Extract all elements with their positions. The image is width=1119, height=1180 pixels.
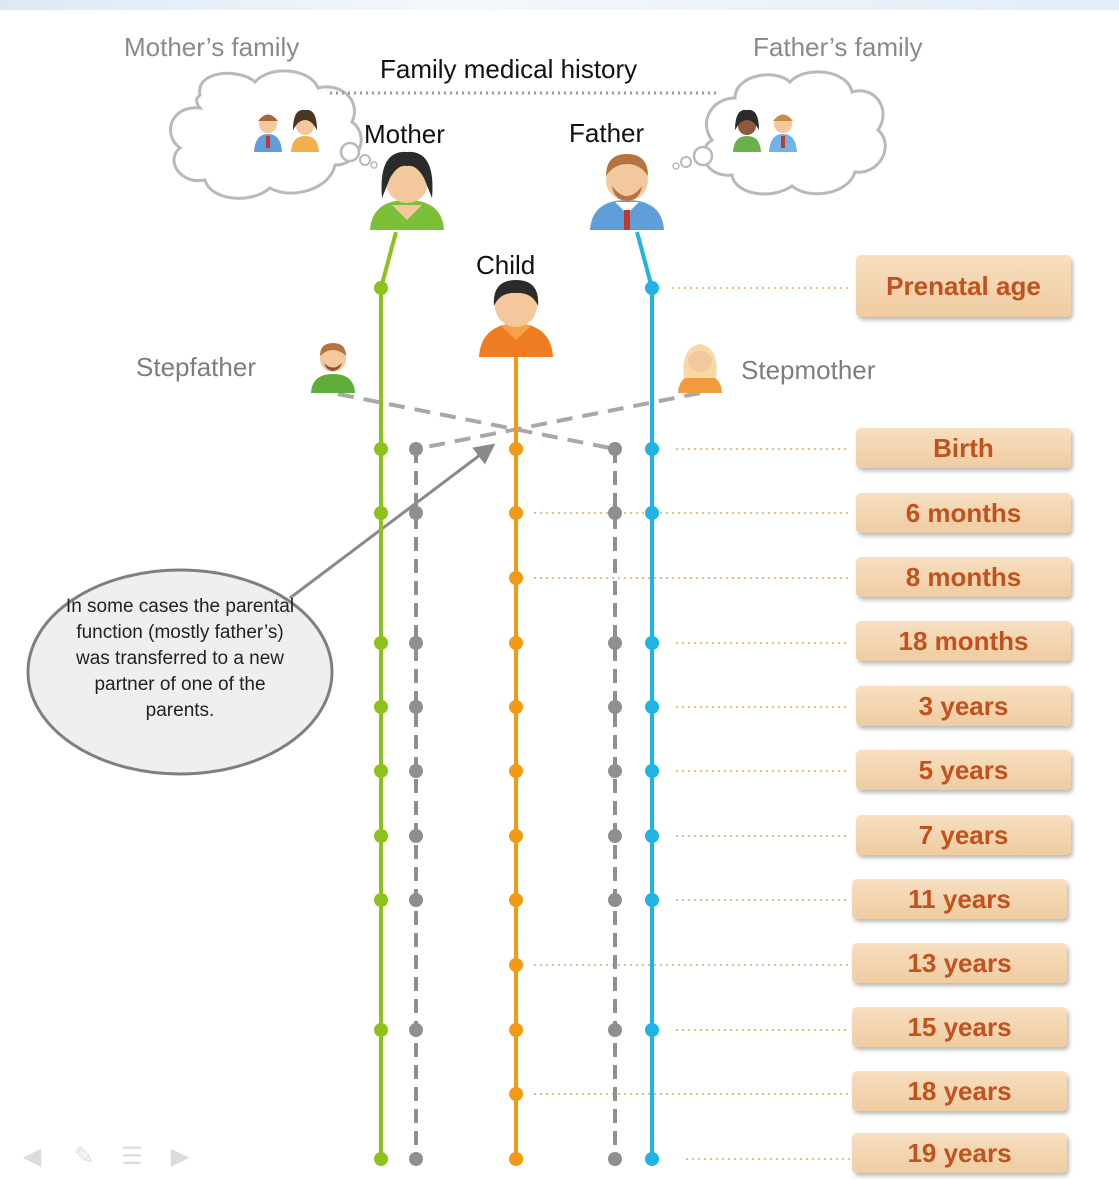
stepmother-stage-dot	[608, 764, 622, 778]
stepfather-link-line	[337, 392, 616, 451]
callout-bubble	[26, 568, 334, 776]
menu-icon[interactable]: ☰	[121, 1143, 143, 1170]
mother-stage-dot	[374, 700, 388, 714]
stepmother-stage-dot	[608, 1152, 622, 1166]
stepmother-stage-dot	[608, 700, 622, 714]
stepfather-stage-dot	[409, 1152, 423, 1166]
stage-tag-birth: Birth	[856, 428, 1071, 468]
callout-text: In some cases the parental function (mos…	[65, 596, 295, 721]
child-stage-dot	[509, 829, 523, 843]
father-family-cloud	[672, 70, 887, 196]
pencil-icon[interactable]: ✎	[73, 1143, 95, 1170]
child-avatar	[479, 280, 553, 357]
mother-stage-dot	[374, 893, 388, 907]
mother-stage-dot	[374, 1152, 388, 1166]
mother-avatar	[370, 151, 444, 230]
father-stage-dot	[645, 636, 659, 650]
stepmother-stage-dot	[608, 1023, 622, 1037]
mother-stage-dot	[374, 281, 388, 295]
father-stage-dot	[645, 829, 659, 843]
stage-tag-7-years: 7 years	[856, 815, 1071, 855]
father-family-people-icon	[733, 109, 797, 152]
stepfather-stage-dot	[409, 700, 423, 714]
stage-tag-prenatal: Prenatal age	[856, 255, 1071, 317]
stepfather-label: Stepfather	[136, 352, 256, 382]
father-stem	[635, 231, 654, 289]
child-stage-dot	[509, 506, 523, 520]
father-avatar	[590, 154, 664, 230]
child-stage-dot	[509, 571, 523, 585]
child-stage-dot	[509, 893, 523, 907]
father-stage-dot	[645, 442, 659, 456]
stepfather-stage-dot	[409, 442, 423, 456]
stage-tag-8-months: 8 months	[856, 557, 1071, 597]
child-stage-dot	[509, 1087, 523, 1101]
father-family-label: Father’s family	[753, 32, 923, 62]
stepmother-stage-dot	[608, 893, 622, 907]
mother-stem	[379, 231, 398, 289]
child-label: Child	[476, 250, 536, 280]
mother-stage-dot	[374, 636, 388, 650]
stepfather-stage-dot	[409, 506, 423, 520]
mother-stage-dot	[374, 764, 388, 778]
stage-tag-5-years: 5 years	[856, 750, 1071, 790]
child-stage-dot	[509, 636, 523, 650]
stage-tag-11-years: 11 years	[852, 879, 1067, 919]
child-stage-dot	[509, 1152, 523, 1166]
stage-tag-15-years: 15 years	[852, 1007, 1067, 1047]
stage-tag-13-years: 13 years	[852, 943, 1067, 983]
stepfather-stage-dot	[409, 893, 423, 907]
stepmother-stage-dot	[608, 636, 622, 650]
diagram-title: Family medical history	[380, 54, 638, 84]
stage-tag-3-years: 3 years	[856, 686, 1071, 726]
stage-tag-6-months: 6 months	[856, 493, 1071, 533]
arrow-left-icon[interactable]: ◀	[22, 1143, 42, 1170]
stepmother-stage-dot	[608, 442, 622, 456]
stepmother-label: Stepmother	[741, 355, 876, 385]
stepmother-stage-dot	[608, 506, 622, 520]
mother-label: Mother	[364, 119, 445, 149]
stepfather-avatar	[311, 343, 355, 393]
father-stage-dot	[645, 764, 659, 778]
child-stage-dot	[509, 442, 523, 456]
father-stage-dot	[645, 1023, 659, 1037]
child-stage-dot	[509, 764, 523, 778]
father-stage-dot	[645, 281, 659, 295]
stage-tag-18-months: 18 months	[856, 621, 1071, 661]
child-stage-dot	[509, 958, 523, 972]
arrow-right-icon[interactable]: ▶	[170, 1143, 190, 1170]
mother-family-cloud	[169, 69, 378, 200]
stepfather-stage-dot	[409, 1023, 423, 1037]
father-label: Father	[569, 118, 645, 148]
stage-tag-18-years: 18 years	[852, 1071, 1067, 1111]
father-stage-dot	[645, 506, 659, 520]
father-stage-dot	[645, 700, 659, 714]
mother-family-label: Mother’s family	[124, 32, 300, 62]
stepfather-stage-dot	[409, 829, 423, 843]
stepmother-stage-dot	[608, 829, 622, 843]
stepmother-avatar	[678, 344, 722, 393]
child-stage-dot	[509, 700, 523, 714]
mother-stage-dot	[374, 1023, 388, 1037]
stepmother-link-line	[415, 391, 701, 451]
father-stage-dot	[645, 893, 659, 907]
stage-tag-19-years: 19 years	[852, 1133, 1067, 1173]
child-stage-dot	[509, 1023, 523, 1037]
callout-arrow	[289, 443, 496, 600]
stepfather-stage-dot	[409, 636, 423, 650]
header-band	[0, 0, 1119, 10]
father-stage-dot	[645, 1152, 659, 1166]
stepfather-stage-dot	[409, 764, 423, 778]
mother-stage-dot	[374, 442, 388, 456]
mother-stage-dot	[374, 829, 388, 843]
mother-family-people-icon	[254, 109, 319, 152]
mother-stage-dot	[374, 506, 388, 520]
